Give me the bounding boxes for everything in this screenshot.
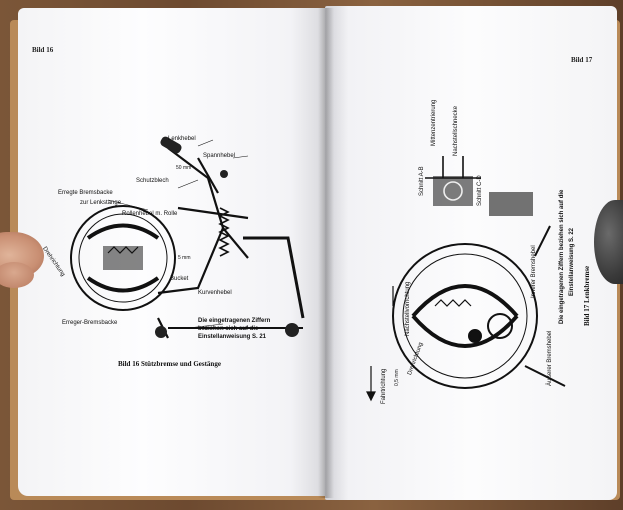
right-page-header: Bild 17	[571, 56, 593, 64]
label-spannhebel: Spannhebel	[203, 153, 236, 159]
label-50mm: 50 mm	[176, 165, 192, 171]
left-note-line-1: Die eingetragenen Ziffern	[198, 318, 271, 324]
label-nachstellvorrichtung: Nachstellvorrichtung	[405, 281, 411, 336]
label-erreger-bremsbacke: Erreger-Bremsbacke	[62, 320, 118, 326]
label-zur-lenkstange: zur Lenkstange	[80, 200, 122, 206]
label-schutzblech: Schutzblech	[136, 178, 169, 184]
label-mittenzentrierung: Mittenzentrierung	[431, 99, 437, 146]
lever	[524, 225, 566, 387]
section-cd	[489, 192, 533, 216]
left-note-line-3: Einstellanweisung S. 21	[198, 334, 267, 340]
label-rollenhebel: Rollenhebel m. Rolle	[122, 211, 178, 217]
arrows	[366, 286, 394, 402]
label-05mm: 0,5 mm	[394, 369, 400, 386]
handle-grips	[155, 136, 299, 338]
drum-brake	[70, 205, 176, 311]
left-caption: Bild 16 Stützbremse und Gestänge	[118, 360, 221, 368]
label-bucket: Bucket	[170, 276, 189, 282]
label-kurvenhebel: Kurvenhebel	[198, 290, 232, 296]
label-aeusserer-bremshebel: Äußerer Bremshebel	[547, 330, 553, 386]
weight-knob	[594, 200, 623, 284]
label-5mm: 5 mm	[178, 255, 191, 261]
linkage-rods	[157, 147, 305, 339]
label-innerer-bremshebel: Innerer Bremshebel	[531, 245, 537, 298]
book-gutter-shadow	[318, 8, 334, 498]
left-page-header: Bild 16	[32, 46, 54, 54]
section-ab	[425, 156, 481, 206]
right-page: Bild 17	[325, 6, 617, 500]
right-note-line-2: Einstellanweisung S. 22	[569, 227, 575, 296]
right-caption: Bild 17 Lenkbremse	[583, 265, 591, 326]
left-note-line-2: beziehen sich auf die	[198, 326, 259, 332]
spring	[218, 207, 230, 257]
left-page: Bild 16	[18, 8, 328, 496]
drum-brake-diagram	[366, 156, 566, 402]
finger	[0, 262, 34, 288]
brake-drum	[392, 243, 538, 389]
pointer-lines	[107, 139, 249, 329]
label-fahrtrichtung: Fahrtrichtung	[381, 368, 387, 404]
label-schnitt-ab: Schnitt A-B	[419, 166, 425, 196]
label-schnitt-cd: Schnitt C-D	[477, 175, 483, 206]
right-note-line-1: Die eingetragenen Ziffern beziehen sich …	[559, 189, 565, 324]
label-nachstellschnecke: Nachstellschnecke	[453, 105, 459, 156]
brake-linkage-diagram	[70, 136, 305, 339]
label-lenkhebel: Lenkhebel	[168, 136, 196, 142]
label-erregte-bremsbacke: Erregte Bremsbacke	[58, 190, 113, 196]
